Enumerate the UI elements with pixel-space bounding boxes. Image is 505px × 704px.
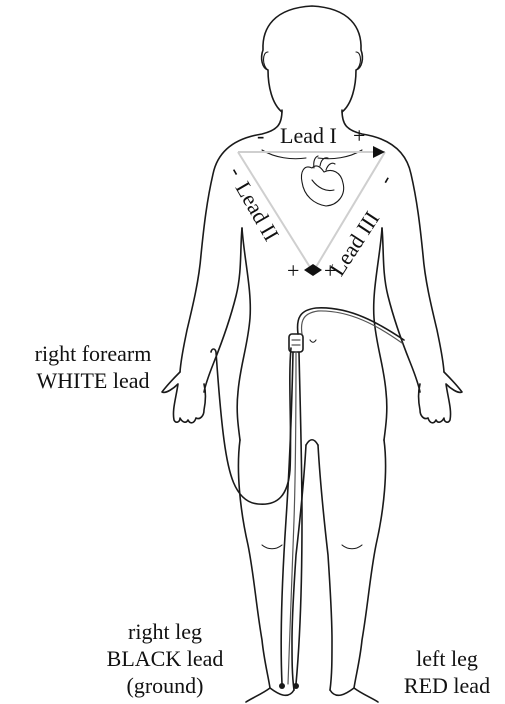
lead-ii-iii-arrowhead <box>304 264 322 276</box>
right-forearm-label-line2: WHITE lead <box>4 367 182 394</box>
left-arm-cable-inner <box>302 311 402 343</box>
crotch <box>306 440 318 445</box>
right-waist <box>374 228 387 440</box>
human-body-outline <box>162 6 462 702</box>
lead-i-positive-sign: + <box>353 123 365 148</box>
head-outline <box>262 6 363 112</box>
right-hand <box>419 372 463 423</box>
lead-ii-negative-sign: - <box>224 162 249 181</box>
lead-ii-positive-sign: + <box>287 258 299 283</box>
heart-vessels <box>314 156 335 170</box>
heart-detail <box>312 180 334 191</box>
lead-i-label: Lead I <box>280 123 337 148</box>
right-forearm-label-line1: right forearm <box>4 340 182 367</box>
lead-labels: - Lead I + - Lead II + - Lead III + <box>224 123 397 283</box>
right-leg-label: right leg BLACK lead (ground) <box>90 618 240 699</box>
left-leg-label-line2: RED lead <box>388 672 505 699</box>
right-leg-label-line1: right leg <box>90 618 240 645</box>
right-leg-label-line3: (ground) <box>90 672 240 699</box>
heart-illustration <box>301 156 343 206</box>
navel <box>310 340 316 342</box>
left-leg-label: left leg RED lead <box>388 645 505 699</box>
left-outer-leg <box>238 440 270 688</box>
right-leg-electrode <box>279 683 285 689</box>
left-leg-cable <box>296 352 302 684</box>
lead-i-negative-sign: - <box>257 123 264 148</box>
left-inner-arm <box>204 228 242 392</box>
heart-outline <box>301 166 343 206</box>
right-forearm-cable <box>211 348 291 504</box>
right-foot <box>330 688 378 702</box>
left-foot <box>246 688 294 702</box>
left-leg-label-line1: left leg <box>388 645 505 672</box>
right-inner-leg <box>318 445 332 690</box>
right-leg-cable <box>281 352 293 684</box>
knee-left <box>262 545 282 549</box>
lead-iii-negative-sign: - <box>372 170 397 189</box>
right-leg-label-line2: BLACK lead <box>90 645 240 672</box>
right-forearm-label: right forearm WHITE lead <box>4 340 182 394</box>
lead-iii-positive-sign: + <box>324 258 336 283</box>
lead-ii-label: Lead II <box>231 177 285 245</box>
left-leg-electrode <box>293 683 299 689</box>
left-waist <box>237 228 250 440</box>
left-arm-cable <box>298 308 404 340</box>
knee-right <box>342 545 362 549</box>
right-inner-arm <box>382 228 420 392</box>
right-outer-leg <box>354 440 386 688</box>
